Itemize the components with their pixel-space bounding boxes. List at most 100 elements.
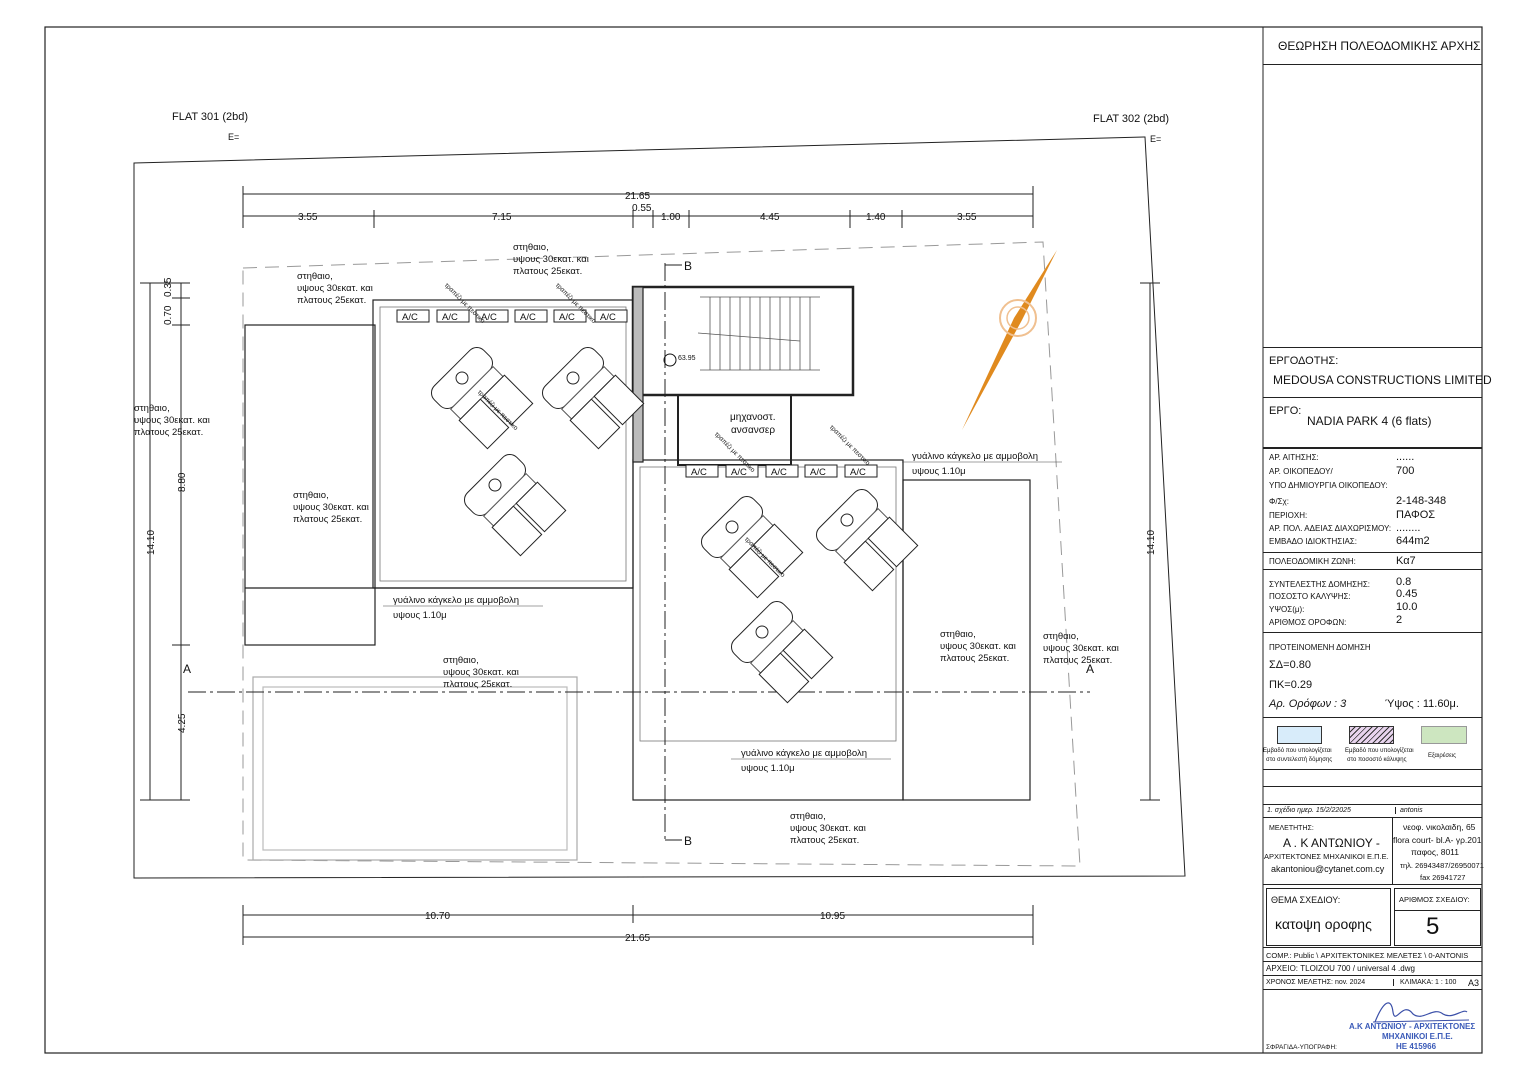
param-label: ΠΟΣΟΣΤΟ ΚΑΛΥΨΗΣ:: [1269, 592, 1351, 601]
section-b-bottom: B: [684, 834, 692, 848]
info-value: 644m2: [1396, 535, 1430, 547]
info-value: ΠΑΦΟΣ: [1396, 509, 1436, 521]
stamp-line-2: ΜΗΧΑΝΙΚΟΙ Ε.Π.Ε.: [1382, 1032, 1453, 1041]
parapet-note-line: πλατους 25εκατ.: [790, 835, 859, 846]
ac-label: A/C: [691, 467, 707, 478]
ac-unit: A/C: [594, 309, 628, 323]
proposed-height: Ύψος : 11.60μ.: [1385, 698, 1459, 710]
building-outline-dashed: [242, 241, 1081, 867]
ac-label: A/C: [520, 312, 536, 323]
level-value: 63.95: [678, 355, 696, 362]
date-row: 1. σχέδιο ημερ. 15/2/22025 antonis: [1263, 805, 1482, 818]
info-label: Φ/Σχ:: [1269, 497, 1289, 506]
info-label: ΑΡ. ΑΙΤΗΣΗΣ:: [1269, 453, 1319, 462]
info-label: ΑΡ. ΟΙΚΟΠΕΔΟΥ/: [1269, 467, 1333, 476]
legend-swatch-exceptions: [1421, 726, 1467, 744]
parapet-note-line: πλατους 25εκατ.: [443, 679, 512, 690]
dim-top-seg-4: 1.00: [661, 212, 681, 223]
section-a-left: A: [183, 662, 191, 676]
railing-note-line: υψους 1.10μ: [393, 610, 447, 621]
building-walls: [244, 285, 1031, 861]
parapet-note-line: υψους 30εκατ. και: [790, 823, 866, 834]
zone-label: ΠΟΛΕΟΔΟΜΙΚΗ ΖΩΝΗ:: [1269, 557, 1356, 566]
table-with-umbrella: τραπέζι με πεστικο: [463, 388, 567, 557]
parapet-note-line: πλατους 25εκατ.: [134, 427, 203, 438]
authority-stamp-area: [1263, 65, 1482, 348]
ac-label: A/C: [442, 312, 458, 323]
year-scale-row: ΧΡΟΝΟΣ ΜΕΛΕΤΗΣ: nov. 2024 ΚΛΙΜΑΚΑ: 1 : 1…: [1263, 976, 1482, 990]
level-marker-icon: [663, 353, 677, 367]
parapet-note-line: στηθαιο,: [443, 655, 479, 666]
railing-note-line: γυάλινο κάγκελο με αμμοβολη: [741, 748, 867, 759]
flat-302-label: FLAT 302 (2bd): [1093, 113, 1169, 125]
legend-section: Εμβαδό που υπολογίζεται στο συντελεστή δ…: [1263, 718, 1482, 770]
ac-unit: A/C: [396, 309, 430, 323]
dim-top-seg-2: 7.15: [492, 212, 512, 223]
ac-label: A/C: [402, 312, 418, 323]
legend-swatch-far: [1277, 726, 1322, 744]
section-a-right: A: [1086, 662, 1094, 676]
client-name: MEDOUSA CONSTRUCTIONS LIMITED: [1273, 373, 1492, 387]
legend-3-label: Εξαιρέσεις: [1428, 753, 1457, 759]
railing-note-line: γυάλινο κάγκελο με αμμοβολη: [912, 451, 1038, 462]
client-label: ΕΡΓΟΔΟΤΗΣ:: [1269, 355, 1339, 367]
ac-label: A/C: [810, 467, 826, 478]
dim-bottom-seg-1: 10.70: [425, 911, 450, 922]
dim-bottom-seg-2: 10.95: [820, 911, 845, 922]
proposed-pk: ΠΚ=0.29: [1269, 679, 1313, 691]
sheet-frame: [44, 26, 1483, 1054]
stamp-line-1: Α.Κ ΑΝΤΩΝΙΟΥ - ΑΡΧΙΤΕΚΤΟΝΕΣ: [1349, 1022, 1476, 1031]
designer-section: ΜΕΛΕΤΗΤΗΣ: Α . Κ ΑΝΤΩΝΙΟΥ - ΑΡΧΙΤΕΚΤΟΝΕΣ…: [1263, 818, 1484, 885]
param-label: ΑΡΙΘΜΟΣ ΟΡΟΦΩΝ:: [1269, 618, 1347, 627]
dim-top-seg-6: 1.40: [866, 212, 886, 223]
parapet-note-line: υψους 30εκατ. και: [297, 283, 373, 294]
dim-left-seg-2: 0.35: [163, 277, 174, 297]
ac-label: A/C: [771, 467, 787, 478]
designer-subtitle: ΑΡΧΙΤΕΚΤΟΝΕΣ ΜΗΧΑΝΙΚΟΙ Ε.Π.Ε.: [1264, 852, 1389, 861]
table-label: τραπέζι με πεστικο: [828, 423, 872, 467]
comp-row: COMP.: Public \ ΑΡΧΙΤΕΚΤΟΝΙΚΕΣ ΜΕΛΕΤΕΣ \…: [1263, 948, 1482, 962]
north-arrow-icon: [962, 250, 1057, 430]
paper-size: A3: [1468, 978, 1480, 988]
ac-unit: A/C: [725, 464, 759, 478]
table-with-umbrella: τραπέζι με πεστικο: [815, 423, 919, 592]
project-label: ΕΡΓΟ:: [1269, 405, 1302, 417]
parapet-note-line: υψους 30εκατ. και: [513, 254, 589, 265]
top-dimension-lines: [242, 186, 1034, 228]
dim-top-seg-5: 4.45: [760, 212, 780, 223]
designer-name: Α . Κ ΑΝΤΩΝΙΟΥ -: [1283, 836, 1380, 850]
scale: ΚΛΙΜΑΚΑ: 1 : 100: [1393, 979, 1456, 986]
ac-label: A/C: [600, 312, 616, 323]
parapet-note-line: στηθαιο,: [293, 490, 329, 501]
dim-left-seg-3: 8.80: [177, 472, 188, 492]
signature-label: ΣΦΡΑΓΙΔΑ-ΥΠΟΓΡΑΦΗ:: [1266, 1044, 1337, 1051]
parapet-note-line: υψους 30εκατ. και: [443, 667, 519, 678]
subject-section: ΘΕΜΑ ΣΧΕΔΙΟΥ: κατοψη οροφης ΑΡΙΘΜΟΣ ΣΧΕΔ…: [1263, 885, 1482, 948]
parapet-note-line: πλατους 25εκατ.: [940, 653, 1009, 664]
ac-unit: A/C: [475, 309, 509, 323]
ac-label: A/C: [559, 312, 575, 323]
table-with-umbrella: τραπέζι με πεστικο: [430, 281, 534, 450]
legend-1-line-1: Εμβαδό που υπολογίζεται: [1263, 748, 1332, 754]
proposed-floors: Αρ. Ορόφων : 3: [1269, 698, 1347, 710]
project-section: ΕΡΓΟ: NADIA PARK 4 (6 flats): [1263, 398, 1482, 448]
ac-unit: A/C: [553, 309, 587, 323]
param-value: 0.8: [1396, 576, 1412, 588]
param-label: ΥΨΟΣ(μ):: [1269, 605, 1305, 614]
parapet-note-line: στηθαιο,: [134, 403, 170, 414]
dim-top-seg-7: 3.55: [957, 212, 977, 223]
proposed-sd: ΣΔ=0.80: [1269, 659, 1311, 671]
table-with-umbrella: τραπέζι με πεστικο: [730, 535, 834, 704]
proposed-title: ΠΡΟΤΕΙΝΟΜΕΝΗ ΔΟΜΗΣΗ: [1269, 643, 1371, 652]
ac-unit: A/C: [804, 464, 838, 478]
parapet-note-line: στηθαιο,: [297, 271, 333, 282]
